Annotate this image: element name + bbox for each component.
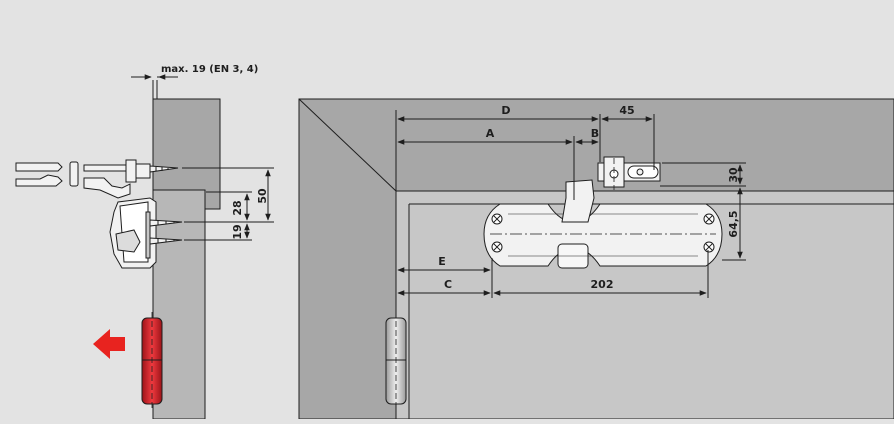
closer-body-front	[483, 203, 723, 269]
label-dim-202: 202	[591, 278, 614, 291]
label-dim-19: 19	[231, 224, 244, 239]
label-max-thickness: max. 19 (EN 3, 4)	[161, 64, 258, 75]
label-dim-A: A	[486, 127, 495, 140]
side-view: max. 19 (EN 3, 4)	[15, 64, 274, 420]
label-dim-50: 50	[256, 188, 269, 204]
arm-parts	[15, 159, 151, 199]
front-view: D 45 A B 30 64,5 E C 202	[298, 98, 894, 420]
label-dim-28: 28	[231, 200, 244, 215]
label-dim-45: 45	[619, 104, 634, 117]
closer-body-side	[109, 197, 157, 269]
door-hinge-icon	[141, 312, 163, 410]
red-arrow-left-icon	[93, 329, 125, 359]
label-dim-64-5: 64,5	[727, 210, 740, 237]
hinge-front-icon	[385, 312, 407, 410]
label-dim-30: 30	[727, 167, 740, 183]
label-dim-D: D	[501, 104, 510, 117]
door-screws	[149, 219, 183, 245]
label-dim-C: C	[444, 278, 452, 291]
frame-screws	[149, 165, 179, 173]
closer-arm-front	[561, 156, 661, 223]
label-dim-E: E	[438, 255, 446, 268]
label-dim-B: B	[591, 127, 599, 140]
